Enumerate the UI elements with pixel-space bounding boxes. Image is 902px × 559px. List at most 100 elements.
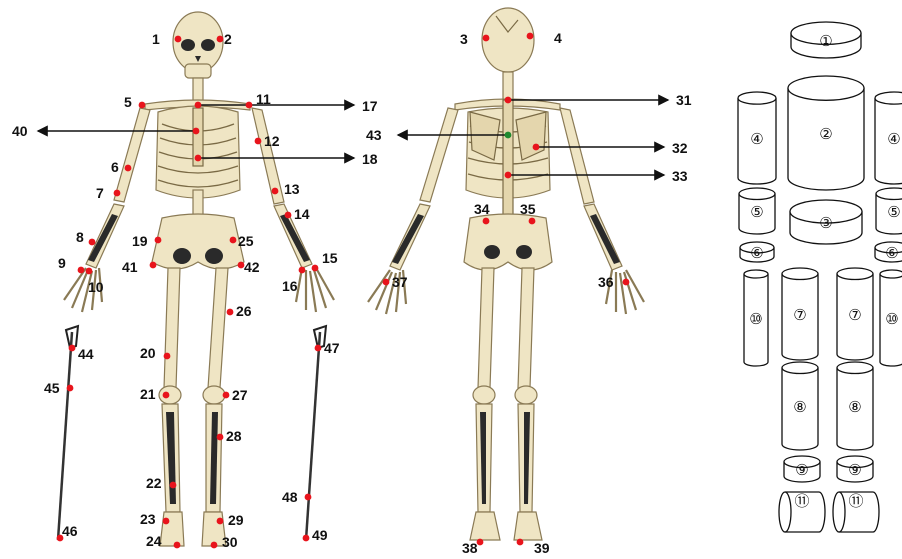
marker-dot-25 <box>230 237 237 244</box>
segment-label: ⑧ <box>793 398 806 416</box>
segment-label: ⑨ <box>795 461 808 479</box>
segment-cylinder-19: ⑪ <box>833 492 879 532</box>
marker-label-17: 17 <box>362 98 378 114</box>
marker-label-46: 46 <box>62 523 78 539</box>
segment-cylinder-13: ⑧ <box>837 362 873 450</box>
marker-dot-19 <box>155 237 162 244</box>
segment-cylinder-7: ⑤ <box>876 188 902 234</box>
marker-dot-40 <box>193 128 200 135</box>
marker-dot-31 <box>505 97 512 104</box>
marker-label-30: 30 <box>222 534 238 550</box>
segment-cylinder-16: ⑩ <box>744 270 768 366</box>
marker-label-3: 3 <box>460 31 468 47</box>
marker-label-32: 32 <box>672 140 688 156</box>
segment-cylinder-4: ④ <box>738 92 776 184</box>
segment-label: ② <box>819 125 832 143</box>
marker-dot-30 <box>211 542 218 549</box>
marker-dot-23 <box>163 518 170 525</box>
marker-label-29: 29 <box>228 512 244 528</box>
marker-label-31: 31 <box>676 92 692 108</box>
segment-label: ⑧ <box>848 398 861 416</box>
marker-dot-38 <box>477 539 484 546</box>
marker-dot-22 <box>170 482 177 489</box>
marker-label-10: 10 <box>88 279 104 295</box>
marker-dot-13 <box>272 188 279 195</box>
marker-label-22: 22 <box>146 475 162 491</box>
marker-dot-10 <box>86 268 93 275</box>
left-pole <box>58 326 78 540</box>
segment-label: ⑨ <box>848 461 861 479</box>
marker-label-21: 21 <box>140 386 156 402</box>
marker-dot-43 <box>505 132 512 139</box>
segment-label: ⑦ <box>793 306 806 324</box>
segment-cylinder-2: ② <box>788 76 864 190</box>
segment-cylinder-15: ⑨ <box>837 456 873 482</box>
marker-label-1: 1 <box>152 31 160 47</box>
marker-dot-12 <box>255 138 262 145</box>
segment-label: ⑥ <box>750 244 763 262</box>
marker-label-33: 33 <box>672 168 688 184</box>
marker-dot-44 <box>69 345 76 352</box>
segment-cylinder-3: ③ <box>790 200 862 244</box>
marker-label-28: 28 <box>226 428 242 444</box>
segment-cylinder-9: ⑥ <box>875 242 902 262</box>
marker-label-39: 39 <box>534 540 550 556</box>
marker-dot-5 <box>139 102 146 109</box>
marker-label-45: 45 <box>44 380 60 396</box>
marker-dot-11 <box>246 102 253 109</box>
marker-label-24: 24 <box>146 533 162 549</box>
marker-dot-41 <box>150 262 157 269</box>
segment-cylinder-17: ⑩ <box>880 270 902 366</box>
marker-dot-49 <box>303 535 310 542</box>
segment-cylinder-18: ⑪ <box>779 492 825 532</box>
marker-dot-14 <box>285 212 292 219</box>
marker-label-16: 16 <box>282 278 298 294</box>
marker-dot-26 <box>227 309 234 316</box>
marker-dot-1 <box>175 36 182 43</box>
marker-label-19: 19 <box>132 233 148 249</box>
segment-label: ⑦ <box>848 306 861 324</box>
marker-dot-18 <box>195 155 202 162</box>
marker-label-23: 23 <box>140 511 156 527</box>
marker-label-37: 37 <box>392 274 408 290</box>
marker-dot-36 <box>623 279 630 286</box>
marker-label-13: 13 <box>284 181 300 197</box>
marker-label-40: 40 <box>12 123 28 139</box>
segment-label: ⑪ <box>794 492 809 510</box>
marker-label-4: 4 <box>554 30 562 46</box>
marker-dot-28 <box>217 434 224 441</box>
segment-cylinder-1: ① <box>791 22 861 58</box>
marker-dot-20 <box>164 353 171 360</box>
marker-label-12: 12 <box>264 133 280 149</box>
marker-dot-27 <box>223 392 230 399</box>
marker-label-18: 18 <box>362 151 378 167</box>
segment-label: ① <box>819 32 832 50</box>
segment-cylinder-5: ④ <box>875 92 902 184</box>
marker-label-5: 5 <box>124 94 132 110</box>
marker-dot-34 <box>483 218 490 225</box>
marker-label-6: 6 <box>111 159 119 175</box>
marker-label-42: 42 <box>244 259 260 275</box>
marker-dot-29 <box>217 518 224 525</box>
marker-dot-24 <box>174 542 181 549</box>
marker-label-9: 9 <box>58 255 66 271</box>
marker-dot-45 <box>67 385 74 392</box>
marker-label-15: 15 <box>322 250 338 266</box>
marker-dot-3 <box>483 35 490 42</box>
segment-label: ③ <box>819 214 832 232</box>
segment-cylinder-8: ⑥ <box>740 242 774 262</box>
marker-label-11: 11 <box>256 91 271 107</box>
segment-model: ①②③④④⑤⑤⑥⑥⑦⑦⑧⑧⑨⑨⑩⑩⑪⑪ <box>738 22 902 532</box>
marker-label-25: 25 <box>238 233 254 249</box>
marker-dot-48 <box>305 494 312 501</box>
marker-label-35: 35 <box>520 201 536 217</box>
marker-dot-39 <box>517 539 524 546</box>
right-pole <box>306 326 326 540</box>
marker-dot-32 <box>533 144 540 151</box>
segment-label: ⑤ <box>750 203 763 221</box>
segment-cylinder-10: ⑦ <box>782 268 818 360</box>
marker-dot-4 <box>527 33 534 40</box>
marker-label-20: 20 <box>140 345 156 361</box>
segment-label: ⑪ <box>848 492 863 510</box>
